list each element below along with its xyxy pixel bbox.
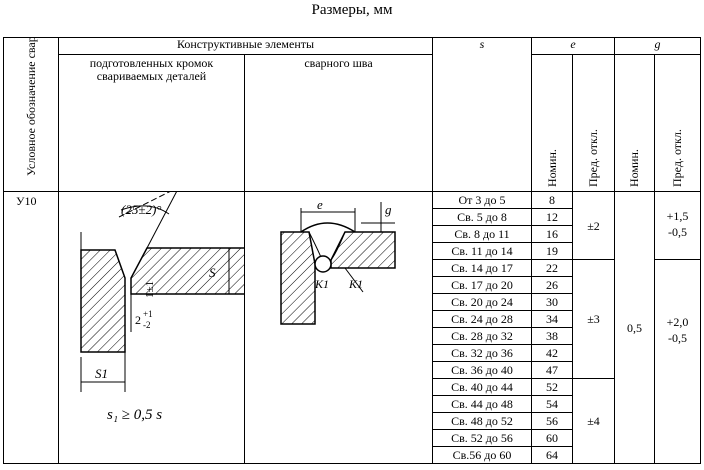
e-deviation-header: Пред. откл. (586, 129, 601, 187)
e-nominal-cell: 42 (531, 344, 574, 362)
g-deviation-header: Пред. откл. (670, 129, 685, 187)
e-nominal-cell: 22 (531, 259, 574, 277)
s-range-cell: Св. 14 до 17 (432, 259, 533, 277)
e-nominal-cell: 16 (531, 225, 574, 243)
e-deviation-header-cell: Пред. откл. (572, 54, 616, 192)
s-dimension-label: S (209, 265, 216, 280)
s-range-cell: Св. 28 до 32 (432, 327, 533, 345)
e-tolerance-cell: ±3 (572, 259, 616, 379)
seam-sketch-cell: e g K1 K1 (243, 191, 434, 464)
e-nominal-cell: 8 (531, 191, 574, 209)
s-range-cell: Св. 44 до 48 (432, 395, 533, 413)
s-range-cell: Св. 20 до 24 (432, 293, 533, 311)
e-nominal-cell: 52 (531, 378, 574, 396)
table-row: У10 (25±2)° (3, 191, 702, 464)
s-range-cell: Св. 24 до 28 (432, 310, 533, 328)
e-nominal-cell: 56 (531, 412, 574, 430)
designation-code: У10 (3, 191, 59, 464)
s-range-cell: Св. 8 до 11 (432, 225, 533, 243)
e-header: e (531, 37, 616, 55)
dimensions-table: Условное обозначение сварного соединения… (3, 37, 702, 464)
e-nominal-cell: 60 (531, 429, 574, 447)
angle-label: (25±2)° (121, 202, 162, 217)
table-row: Св. 14 до 17 22 ±3 +2,0 -0,5 (4, 259, 702, 464)
edges-preparation-drawing: (25±2)° S 2 +1 -2 1±1 S1 s₁ ≥ 0,5 s (80, 192, 244, 423)
table-row: Св. 20 до 24 30 (4, 293, 701, 311)
s-range-cell: Св. 40 до 44 (432, 378, 533, 396)
e-nominal-cell: 12 (531, 208, 574, 226)
e-nominal-cell: 54 (531, 395, 574, 413)
table-row: Св. 17 до 20 26 (4, 276, 701, 294)
s-range-cell: Св.56 до 60 (432, 446, 533, 464)
weld-seam-drawing: e g K1 K1 (280, 197, 396, 325)
e-nominal-header-cell: Номин. (531, 54, 574, 192)
seam-header: сварного шва (243, 54, 434, 192)
g-tolerance-plus: +1,5 (666, 209, 689, 223)
s-range-cell: Св. 5 до 8 (432, 208, 533, 226)
s-range-cell: Св. 36 до 40 (432, 361, 533, 379)
g-tolerance-minus: -0,5 (668, 225, 688, 239)
table-row: Св. 32 до 36 42 (4, 344, 701, 362)
e-nominal-cell: 26 (531, 276, 574, 294)
table-caption: Размеры, мм (311, 2, 393, 18)
k1-left-label: K1 (314, 277, 329, 291)
table-row: Св. 52 до 56 60 (4, 429, 701, 447)
s-range-cell: Св. 11 до 14 (432, 242, 533, 260)
e-dimension-label: e (317, 197, 323, 212)
g-deviation-header-cell: Пред. откл. (654, 54, 702, 192)
s-range-cell: Св. 17 до 20 (432, 276, 533, 294)
g-tolerance-cell: +1,5 -0,5 (654, 191, 702, 260)
designation-header: Условное обозначение сварного соединения (23, 37, 38, 177)
g-header: g (614, 37, 702, 55)
e-nominal-cell: 30 (531, 293, 574, 311)
s-range-cell: Св. 52 до 56 (432, 429, 533, 447)
e-nominal-cell: 19 (531, 242, 574, 260)
g-dimension-label: g (385, 202, 392, 217)
edges-sketch-cell: (25±2)° S 2 +1 -2 1±1 S1 s₁ ≥ 0,5 s (58, 191, 245, 464)
k1-right-label: K1 (348, 277, 363, 291)
e-nominal-cell: 34 (531, 310, 574, 328)
edges-header: подготовленных кромок свариваемых детале… (58, 54, 245, 192)
root-label: 1±1 (144, 281, 156, 298)
s-header: s (432, 37, 533, 192)
gap-label: 2 (135, 313, 141, 327)
s1-formula: s₁ ≥ 0,5 s (107, 407, 162, 423)
gap-tol-minus-label: -2 (143, 320, 151, 330)
g-nominal-header-cell: Номин. (614, 54, 656, 192)
gap-tol-plus-label: +1 (143, 309, 153, 319)
e-nominal-cell: 64 (531, 446, 574, 464)
designation-header-cell: Условное обозначение сварного соединения (3, 37, 59, 192)
g-tolerance-minus: -0,5 (668, 331, 688, 345)
g-nominal-header: Номин. (627, 149, 642, 187)
g-tolerance-cell: +2,0 -0,5 (654, 259, 702, 464)
table-row: Св.56 до 60 64 (4, 446, 701, 464)
e-nominal-cell: 38 (531, 327, 574, 345)
constructive-header: Конструктивные элементы (57, 37, 434, 55)
g-tolerance-plus: +2,0 (666, 315, 689, 329)
e-nominal-cell: 47 (531, 361, 574, 379)
s-range-cell: Св. 32 до 36 (432, 344, 533, 362)
table-row: Св. 11 до 14 19 (4, 242, 701, 260)
s-range-cell: От 3 до 5 (432, 191, 533, 209)
s-range-cell: Св. 48 до 52 (432, 412, 533, 430)
e-nominal-header: Номин. (544, 149, 559, 187)
g-nominal-cell: 0,5 (614, 191, 656, 464)
table-row: Св. 5 до 8 12 (4, 208, 701, 226)
e-tolerance-cell: ±2 (572, 191, 616, 260)
s1-dimension-label: S1 (95, 366, 108, 381)
e-tolerance-cell: ±4 (572, 378, 616, 464)
